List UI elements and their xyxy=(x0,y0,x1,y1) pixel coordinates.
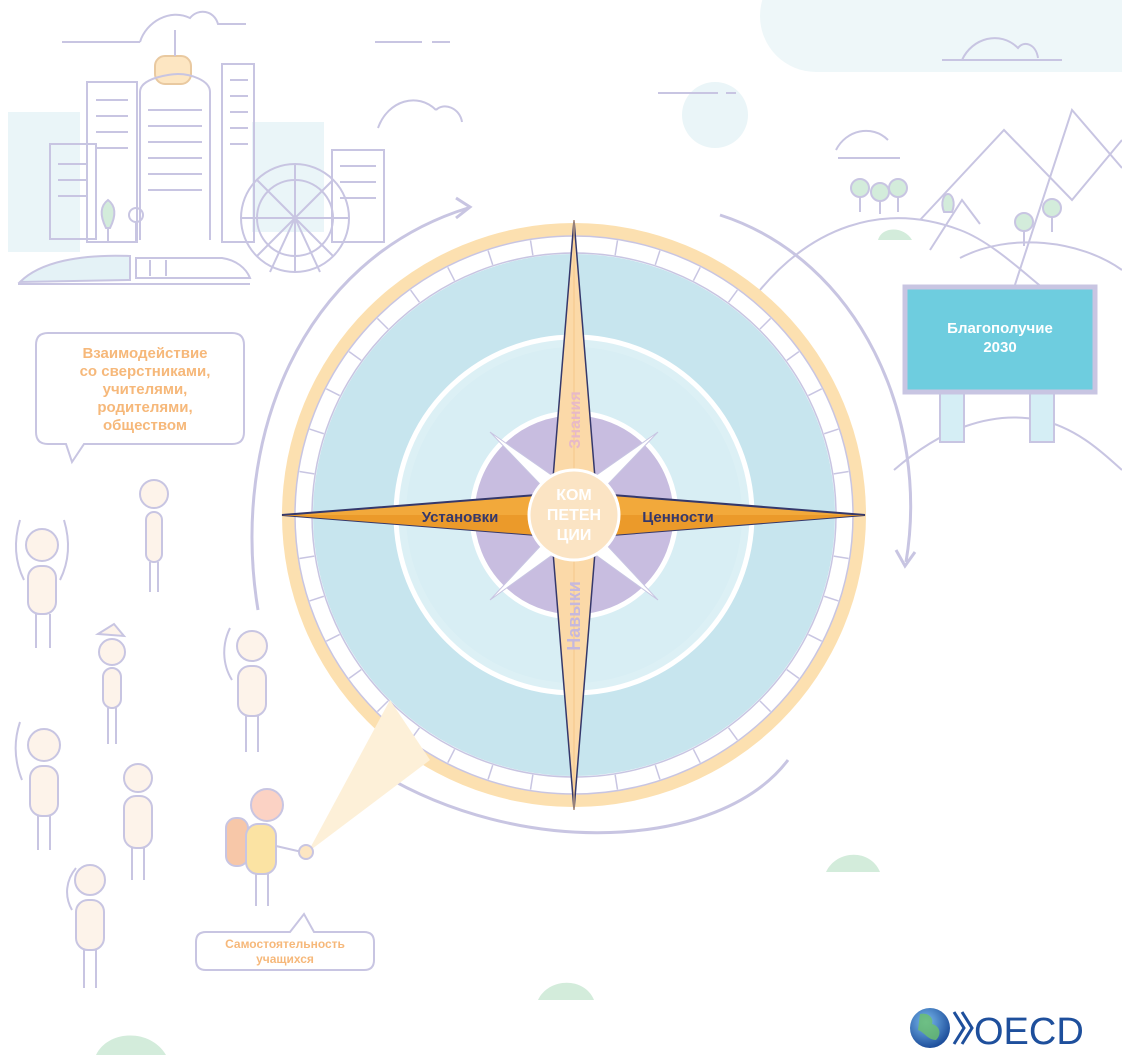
billboard-line-1: Благополучие xyxy=(947,320,1053,337)
speech-bubble: Взаимодействие со сверстниками, учителям… xyxy=(35,332,245,465)
sun-circle xyxy=(682,82,748,148)
ring-tick xyxy=(299,470,315,475)
ring-tick xyxy=(325,633,341,642)
ring-tick xyxy=(348,668,362,680)
globe-landmass xyxy=(918,1013,940,1040)
student xyxy=(225,788,314,906)
ring-tick xyxy=(654,764,661,780)
label-attitudes: Установки xyxy=(422,509,499,526)
city-skyline xyxy=(8,30,385,285)
ring-tick xyxy=(447,748,456,764)
ring-tick xyxy=(447,266,456,282)
billboard: Благополучие 2030 xyxy=(902,284,1098,443)
label-knowledge: Знания xyxy=(567,391,584,448)
logo-text: OECD xyxy=(974,1011,1084,1053)
person xyxy=(14,721,61,850)
cloud xyxy=(377,99,463,129)
ring-tick xyxy=(823,595,839,602)
bush xyxy=(878,229,912,240)
billboard-line-2: 2030 xyxy=(983,339,1016,356)
ring-tick xyxy=(727,289,739,303)
ring-tick xyxy=(614,774,619,790)
student-label-line-2: учащихся xyxy=(256,952,314,966)
people-group xyxy=(14,479,268,988)
center-label-line-2: ПЕТЕН xyxy=(547,507,601,524)
background-decor xyxy=(62,0,1122,159)
logo-chevrons xyxy=(952,1011,974,1045)
student-label: Самостоятельность учащихся xyxy=(195,912,375,971)
ring-tick xyxy=(807,633,823,642)
bush xyxy=(96,1035,166,1055)
ring-tick xyxy=(654,250,661,266)
center-label-line-1: КОМ xyxy=(556,487,592,504)
ring-tick xyxy=(409,289,421,303)
bush xyxy=(826,854,880,872)
light-cone xyxy=(308,700,430,852)
person xyxy=(94,622,127,744)
bush xyxy=(538,982,594,1000)
bubble-line-3: учителями, xyxy=(103,381,188,398)
student-label-line-1: Самостоятельность xyxy=(225,937,345,951)
bubble-line-4: родителями, xyxy=(97,399,192,416)
ring-tick xyxy=(376,700,389,713)
bubble-line-5: обществом xyxy=(103,417,187,434)
bubble-line-1: Взаимодействие xyxy=(82,345,207,362)
ring-tick xyxy=(325,388,341,397)
bubble-line-2: со сверстниками, xyxy=(80,363,211,380)
label-values: Ценности xyxy=(642,509,713,526)
ring-tick xyxy=(786,668,800,680)
person xyxy=(123,763,153,880)
ring-tick xyxy=(348,350,362,362)
person xyxy=(66,864,106,988)
ring-tick xyxy=(759,700,772,713)
ring-tick xyxy=(692,748,701,764)
person xyxy=(223,627,268,752)
ring-tick xyxy=(692,266,701,282)
label-skills: Навыки xyxy=(564,581,584,651)
ring-tick xyxy=(376,317,389,330)
ring-tick xyxy=(759,317,772,330)
ring-tick xyxy=(833,555,849,560)
ring-tick xyxy=(299,555,315,560)
ring-tick xyxy=(487,250,494,266)
cloud xyxy=(62,10,246,43)
orbit-arrows xyxy=(250,196,917,835)
ring-tick xyxy=(727,727,739,741)
ring-tick xyxy=(487,764,494,780)
ring-tick xyxy=(529,240,534,256)
ring-tick xyxy=(807,388,823,397)
oecd-logo: OECD xyxy=(910,1008,1084,1053)
top-right-panel xyxy=(760,0,1122,72)
ring-tick xyxy=(529,774,534,790)
person xyxy=(14,519,70,648)
ring-tick xyxy=(309,595,325,602)
center-label-line-3: ЦИИ xyxy=(557,527,592,544)
ring-tick xyxy=(833,470,849,475)
ring-tick xyxy=(614,240,619,256)
cloud xyxy=(942,37,1062,61)
cloud xyxy=(835,130,900,159)
compass-center xyxy=(527,468,621,562)
ring-tick xyxy=(786,350,800,362)
person xyxy=(139,479,169,592)
ring-tick xyxy=(823,428,839,435)
ring-tick xyxy=(309,428,325,435)
